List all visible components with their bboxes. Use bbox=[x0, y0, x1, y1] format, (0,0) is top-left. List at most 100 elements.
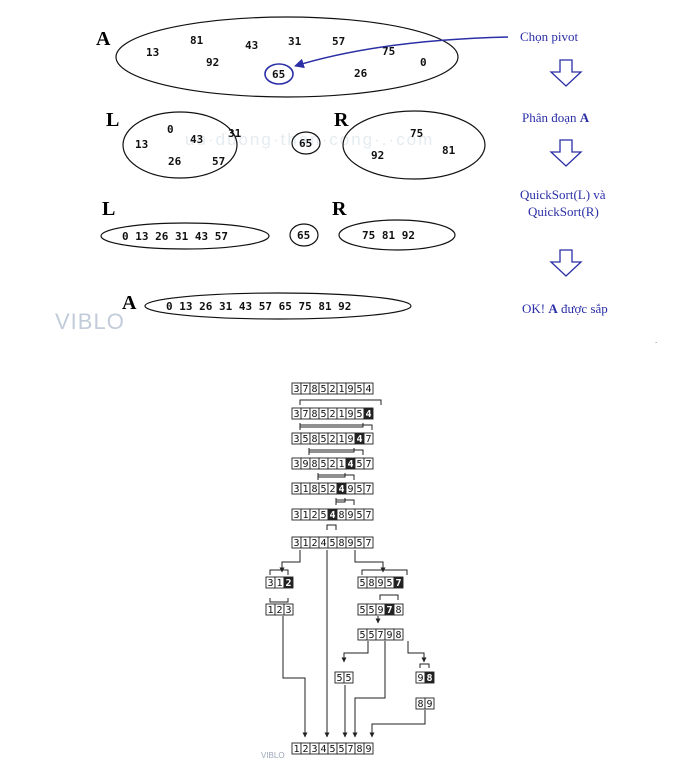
cell-value: 7 bbox=[377, 630, 383, 641]
array-cell bbox=[363, 536, 374, 549]
swap-bracket bbox=[419, 663, 430, 668]
mid-pivot-ellipse bbox=[291, 131, 321, 155]
swap-bracket bbox=[269, 569, 289, 575]
cell-value: 7 bbox=[365, 510, 371, 521]
down-arrow-icon bbox=[549, 139, 583, 167]
cell-value: 4 bbox=[320, 538, 326, 549]
set-a-ellipse bbox=[115, 16, 459, 98]
cell-value: 5 bbox=[359, 578, 365, 589]
set-l-value: 0 bbox=[167, 123, 174, 136]
cell-value: 1 bbox=[276, 578, 282, 589]
pivot-circle bbox=[264, 63, 294, 85]
step-ok: OK! A được sắp bbox=[522, 301, 608, 316]
cell-value: 4 bbox=[356, 434, 362, 445]
cell-value: 3 bbox=[293, 459, 299, 470]
cell-value: 3 bbox=[293, 409, 299, 420]
mid-pivot-value: 65 bbox=[299, 137, 312, 150]
swap-bracket bbox=[335, 499, 355, 505]
step-choose-pivot: Chọn pivot bbox=[520, 29, 579, 44]
cell-value: 5 bbox=[336, 673, 342, 684]
arrow-right-branch bbox=[354, 550, 386, 573]
step-ok-var: A bbox=[548, 301, 558, 316]
array-cell bbox=[393, 628, 404, 641]
step-partition-var: A bbox=[580, 110, 590, 125]
swap-bracket bbox=[317, 474, 355, 480]
pivot-cell bbox=[393, 576, 404, 589]
cell-value: 1 bbox=[267, 605, 273, 616]
cell-value: 5 bbox=[320, 434, 326, 445]
cell-value: 1 bbox=[338, 459, 344, 470]
down-arrow-icon bbox=[549, 249, 583, 277]
row3-pivot-ellipse bbox=[289, 223, 319, 247]
cell-value: 5 bbox=[329, 744, 335, 755]
cell-value: 8 bbox=[311, 484, 317, 495]
cell-value: 8 bbox=[426, 673, 432, 684]
set-a-value: 31 bbox=[288, 35, 302, 48]
partition-brackets bbox=[269, 399, 430, 668]
cell-value: 2 bbox=[311, 510, 317, 521]
swap-bracket bbox=[299, 424, 373, 430]
cell-value: 7 bbox=[395, 578, 401, 589]
cell-value: 5 bbox=[356, 409, 362, 420]
cell-value: 3 bbox=[293, 434, 299, 445]
cell-value: 4 bbox=[347, 459, 353, 470]
array-cell bbox=[363, 432, 374, 445]
sorted-l-values: 0 13 26 31 43 57 bbox=[122, 230, 228, 243]
set-l-value: 26 bbox=[168, 155, 182, 168]
sorted-r-label: R bbox=[332, 198, 347, 220]
set-a-value: 0 bbox=[420, 56, 427, 69]
set-l-value: 13 bbox=[135, 138, 148, 151]
array-cell bbox=[363, 382, 374, 395]
final-a-ellipse bbox=[144, 292, 412, 320]
cell-value: 2 bbox=[285, 578, 291, 589]
corner-mark: . bbox=[655, 336, 657, 345]
cell-value: 3 bbox=[267, 578, 273, 589]
arrow-7-to-final bbox=[352, 641, 386, 738]
cell-value: 5 bbox=[329, 538, 335, 549]
cell-value: 8 bbox=[356, 744, 362, 755]
cell-value: 7 bbox=[365, 434, 371, 445]
sorted-r-values: 75 81 92 bbox=[362, 229, 415, 242]
cell-value: 3 bbox=[293, 484, 299, 495]
set-l-label: L bbox=[106, 109, 119, 131]
cell-value: 8 bbox=[338, 538, 344, 549]
cell-value: 5 bbox=[338, 744, 344, 755]
set-r-value: 81 bbox=[442, 144, 456, 157]
array-cell bbox=[363, 742, 374, 755]
set-a-value: 92 bbox=[206, 56, 219, 69]
cell-value: 8 bbox=[395, 605, 401, 616]
set-r-value: 75 bbox=[410, 127, 423, 140]
cell-value: 8 bbox=[311, 384, 317, 395]
cell-value: 9 bbox=[347, 510, 353, 521]
cell-value: 1 bbox=[338, 384, 344, 395]
step-ok-text: OK! bbox=[522, 301, 545, 316]
set-a-label: A bbox=[96, 28, 111, 50]
cell-value: 7 bbox=[365, 459, 371, 470]
cell-value: 9 bbox=[377, 605, 383, 616]
watermark-text: uu·duong·than·cong·.·com bbox=[185, 130, 434, 149]
set-a-values: 13 81 92 43 31 57 75 26 0 bbox=[146, 34, 427, 80]
cell-value: 9 bbox=[347, 384, 353, 395]
pivot-cell bbox=[424, 671, 435, 684]
set-a-value: 26 bbox=[354, 67, 368, 80]
set-l-ellipse bbox=[122, 111, 238, 179]
cell-value: 1 bbox=[338, 434, 344, 445]
pivot-value: 65 bbox=[272, 68, 285, 81]
cell-value: 5 bbox=[356, 459, 362, 470]
cell-value: 9 bbox=[386, 630, 392, 641]
cell-value: 5 bbox=[359, 630, 365, 641]
sorted-l-ellipse bbox=[100, 222, 270, 250]
cell-value: 4 bbox=[329, 510, 335, 521]
cell-value: 9 bbox=[347, 538, 353, 549]
cell-value: 1 bbox=[302, 510, 308, 521]
cell-value: 8 bbox=[311, 459, 317, 470]
cell-value: 5 bbox=[356, 538, 362, 549]
